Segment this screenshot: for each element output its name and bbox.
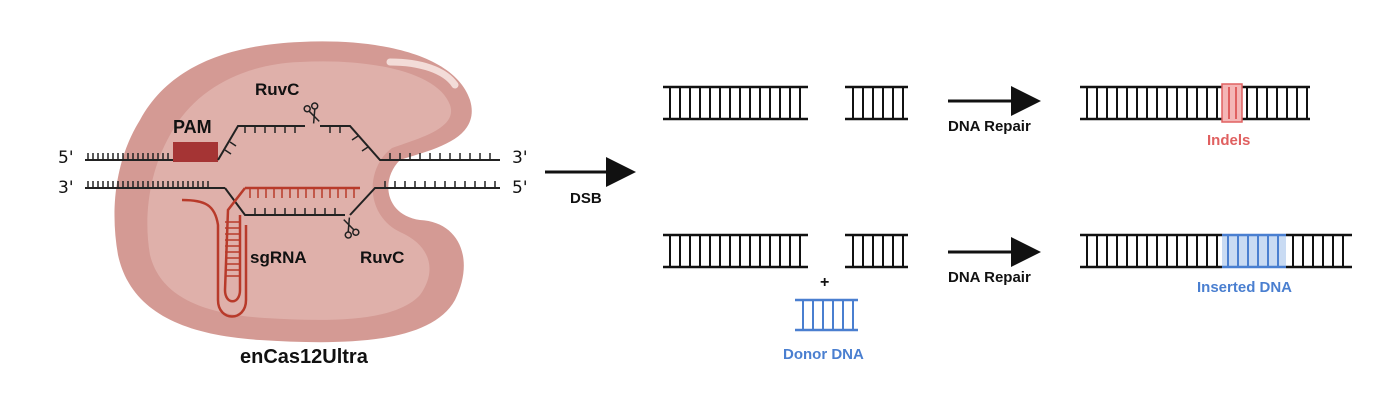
- inserted-dna-label: Inserted DNA: [1197, 279, 1292, 296]
- encas12ultra-protein: [114, 41, 472, 343]
- five-prime-right: 5': [512, 178, 528, 198]
- scissors-icon-bottom: [343, 217, 360, 239]
- pam-box: [173, 142, 218, 162]
- plus-sign: +: [820, 274, 829, 291]
- sgrna: [181, 186, 360, 318]
- bottom-strand-ticks: [87, 181, 496, 215]
- repaired-dna-insert: [1080, 233, 1352, 269]
- target-dna: [85, 125, 500, 216]
- broken-dna-top: [663, 85, 908, 121]
- donor-dna-label: Donor DNA: [783, 346, 864, 363]
- ruvc-label-bottom: RuvC: [360, 248, 404, 267]
- donor-dna: [795, 298, 858, 332]
- sgrna-label: sgRNA: [250, 248, 307, 267]
- protein-name-label: enCas12Ultra: [240, 346, 369, 368]
- pam-label: PAM: [173, 117, 212, 137]
- scissors-icon-top: [303, 102, 320, 124]
- top-strand-ticks-right: [224, 126, 491, 160]
- protein-inner-shape: [147, 61, 452, 320]
- protein-highlight: [386, 58, 459, 89]
- dna-repair-label-bottom: DNA Repair: [948, 269, 1031, 286]
- repaired-dna-indels: [1080, 85, 1310, 121]
- five-prime-left: 5': [58, 148, 74, 168]
- broken-dna-bottom: [663, 233, 908, 269]
- indel-mark: [1221, 83, 1243, 123]
- three-prime-right: 3': [512, 148, 528, 168]
- indels-label: Indels: [1207, 132, 1250, 149]
- top-strand-ticks-left: [87, 153, 169, 160]
- ruvc-label-top: RuvC: [255, 80, 299, 99]
- dsb-label: DSB: [570, 190, 602, 207]
- dna-repair-label-top: DNA Repair: [948, 118, 1031, 135]
- three-prime-left: 3': [58, 178, 74, 198]
